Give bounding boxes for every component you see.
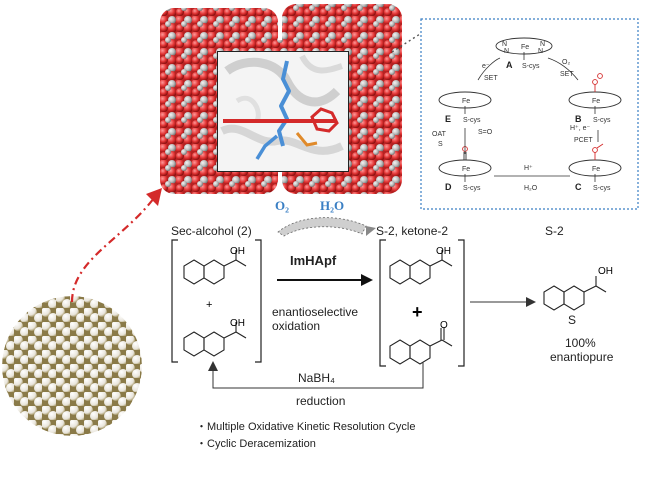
note-deracemization: ・Cyclic Deracemization	[196, 438, 316, 450]
product-s-label: S	[568, 313, 577, 327]
connector-dots	[391, 33, 421, 53]
beads-photo	[2, 296, 142, 436]
svg-text:N: N	[538, 48, 543, 55]
step-oat: OAT	[432, 131, 447, 138]
oh-label-2: OH	[230, 318, 245, 329]
s2-alcohol-molecule	[389, 250, 453, 285]
racemic-alcohol-bracket: OH + OH	[171, 239, 262, 363]
product-mixture-bracket: OH + O	[379, 239, 465, 367]
note-kinetic-resolution: ・Multiple Oxidative Kinetic Resolution C…	[196, 421, 416, 433]
beads-to-crystal-arrow	[70, 188, 162, 303]
enantiopure-label: enantiopure	[550, 350, 614, 364]
reduction-loop-arrow	[208, 361, 424, 389]
step-h-plus: H⁺	[524, 165, 533, 172]
state-b: B	[575, 114, 582, 124]
gas-exchange-arrow	[277, 217, 376, 237]
heme-c: Fe S-cys C	[568, 143, 622, 192]
reduction-label: reduction	[296, 394, 346, 408]
oh-label-4: OH	[598, 266, 613, 277]
enzyme-arrow	[277, 274, 373, 286]
step-set2: SET	[560, 71, 574, 78]
o2-label: O₂	[275, 198, 290, 213]
h2o-label: H₂O	[320, 198, 345, 213]
fe-label-d: Fe	[462, 166, 470, 173]
step-h-plus-e: H⁺, e⁻	[570, 125, 591, 132]
step-s-eq-o: S=O	[478, 129, 493, 136]
svg-text:N: N	[502, 41, 507, 48]
svg-text:N: N	[540, 41, 545, 48]
cys-label-b: S-cys	[593, 117, 611, 124]
state-e: E	[445, 114, 451, 124]
cys-label-e: S-cys	[463, 117, 481, 124]
cys-label-d: S-cys	[463, 185, 481, 192]
state-a: A	[506, 60, 513, 70]
step-pcet: PCET	[574, 137, 593, 144]
state-c: C	[575, 182, 582, 192]
sec-alcohol-label: Sec-alcohol (2)	[171, 224, 252, 238]
fe-label-b: Fe	[592, 98, 600, 105]
cys-label-a: S-cys	[522, 63, 540, 70]
cys-label-c: S-cys	[593, 185, 611, 192]
step-set1: SET	[484, 75, 498, 82]
naphthalene-alcohol-2	[183, 322, 247, 357]
plus-small: +	[206, 299, 212, 311]
svg-text:N: N	[504, 48, 509, 55]
enzyme-label: ImHApf	[290, 253, 337, 268]
step-h2o: H₂O	[524, 185, 538, 192]
yield-label: 100%	[565, 336, 596, 350]
oh-label-1: OH	[230, 246, 245, 257]
fe-label-e: Fe	[462, 98, 470, 105]
state-d: D	[445, 182, 452, 192]
s2-label: S-2	[545, 224, 564, 238]
oxidation-label: oxidation	[272, 319, 321, 333]
enantioselective-label: enantioselective	[272, 305, 359, 319]
heme-b: Fe S-cys B	[568, 73, 622, 124]
s2-ketone-label: S-2, ketone-2	[376, 224, 449, 238]
nabh4-label: NaBH₄	[298, 371, 335, 385]
step-o2: O₂	[562, 59, 570, 66]
heme-e: Fe S-cys E	[438, 91, 492, 124]
oh-label-3: OH	[436, 246, 451, 257]
ketone-o-label: O	[440, 320, 448, 331]
step-e-minus: e⁻	[482, 63, 490, 70]
purification-arrow	[470, 297, 536, 307]
step-s: S	[438, 141, 443, 148]
fe-label-a: Fe	[521, 44, 529, 51]
plus-big: +	[412, 302, 423, 322]
fe-label-c: Fe	[592, 166, 600, 173]
ketone-molecule	[389, 328, 453, 365]
naphthalene-alcohol-1	[183, 250, 247, 285]
enantiopure-product: OH	[543, 266, 613, 311]
protein-structure-inset	[217, 51, 349, 172]
